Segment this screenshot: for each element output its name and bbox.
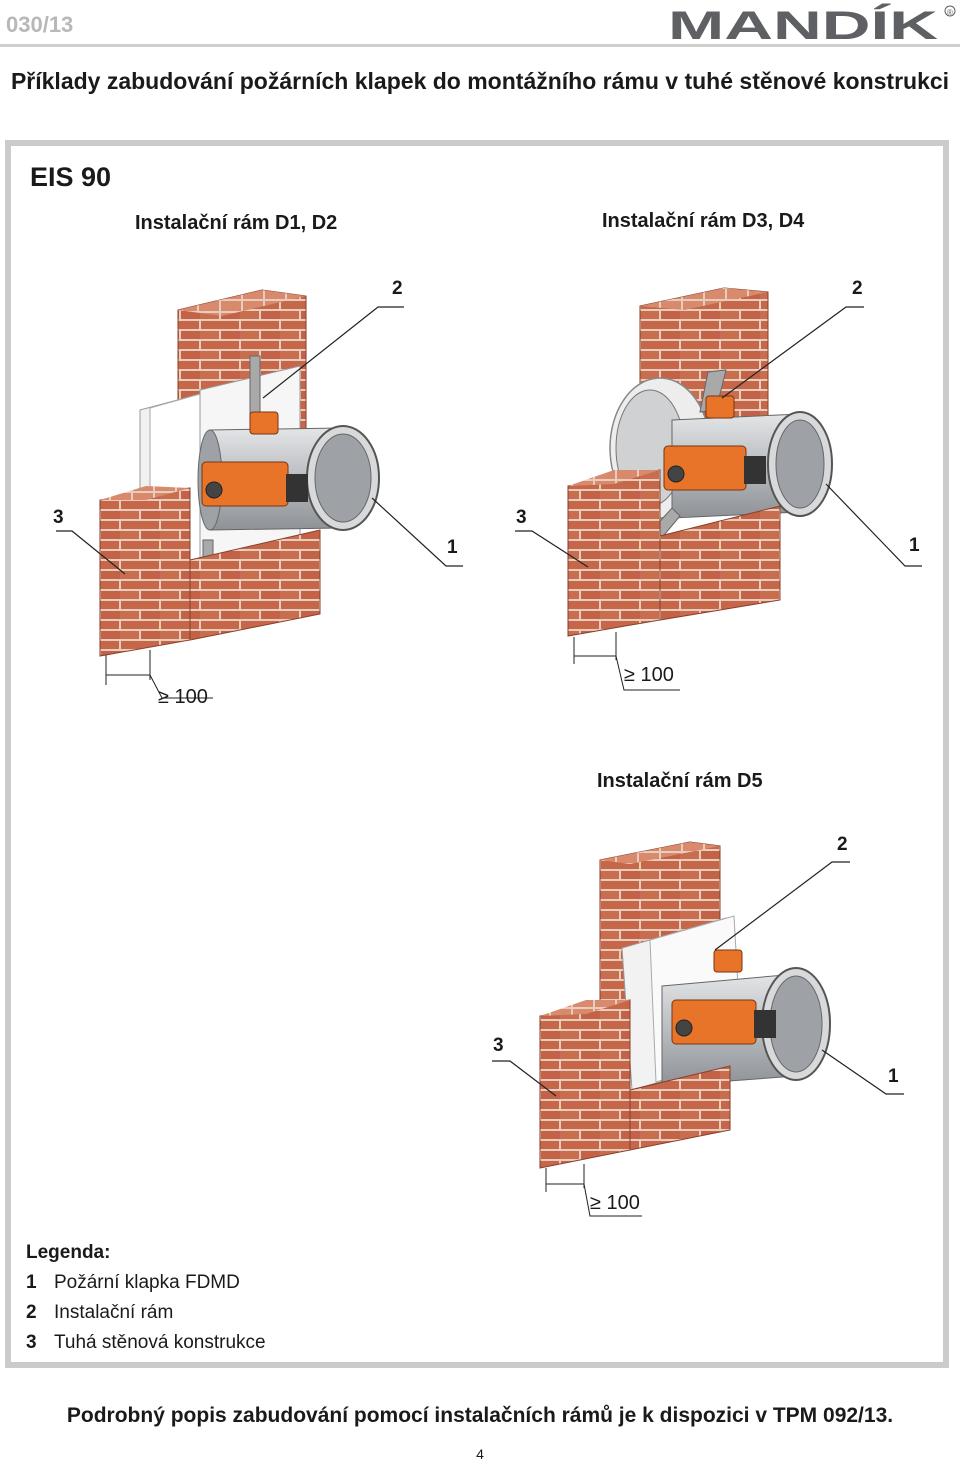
legend-item: 1 Požární klapka FDMD — [26, 1268, 266, 1298]
page-number: 4 — [476, 1446, 484, 1462]
legend-item: 3 Tuhá stěnová konstrukce — [26, 1328, 266, 1358]
dimension-d1-d2: ≥ 100 — [158, 686, 208, 708]
callout-3-d3-d4: 3 — [516, 507, 527, 528]
dimension-d5: ≥ 100 — [590, 1192, 640, 1214]
mandik-logo: MANDÍK ® — [668, 3, 958, 48]
legend-item: 2 Instalační rám — [26, 1298, 266, 1328]
fire-class-label: EIS 90 — [30, 162, 112, 192]
header-rule — [0, 44, 960, 47]
panel-title-d5: Instalační rám D5 — [597, 770, 763, 792]
callout-2-d3-d4: 2 — [852, 278, 863, 299]
legend: Legenda: 1 Požární klapka FDMD 2 Instalačn… — [26, 1238, 266, 1358]
panel-title-d3-d4: Instalační rám D3, D4 — [602, 210, 805, 232]
callout-2-d5: 2 — [837, 834, 848, 855]
page-title: Příklady zabudování požárních klapek do … — [10, 68, 950, 94]
callout-1-d3-d4: 1 — [909, 535, 920, 556]
callout-3-d5: 3 — [493, 1035, 504, 1056]
legend-heading: Legenda: — [26, 1242, 111, 1263]
content-frame — [5, 140, 949, 1368]
legend-item-number: 2 — [26, 1302, 37, 1323]
callout-3-d1-d2: 3 — [53, 507, 64, 528]
legend-item-text: Požární klapka FDMD — [54, 1272, 240, 1293]
legend-item-text: Tuhá stěnová konstrukce — [54, 1332, 266, 1353]
logo-graphic: MANDÍK ® — [668, 3, 956, 48]
callout-1-d1-d2: 1 — [447, 537, 458, 558]
footer-note: Podrobný popis zabudování pomocí instala… — [66, 1404, 894, 1427]
legend-item-text: Instalační rám — [54, 1302, 174, 1323]
registered-mark: ® — [947, 8, 953, 17]
panel-title-d1-d2: Instalační rám D1, D2 — [135, 212, 338, 234]
legend-item-number: 1 — [26, 1272, 37, 1293]
dimension-d3-d4: ≥ 100 — [624, 664, 674, 686]
legend-item-number: 3 — [26, 1332, 37, 1353]
callout-1-d5: 1 — [888, 1066, 899, 1087]
logo-text: MANDÍK — [668, 3, 938, 48]
document-code: 030/13 — [6, 12, 74, 37]
callout-2-d1-d2: 2 — [392, 278, 403, 299]
